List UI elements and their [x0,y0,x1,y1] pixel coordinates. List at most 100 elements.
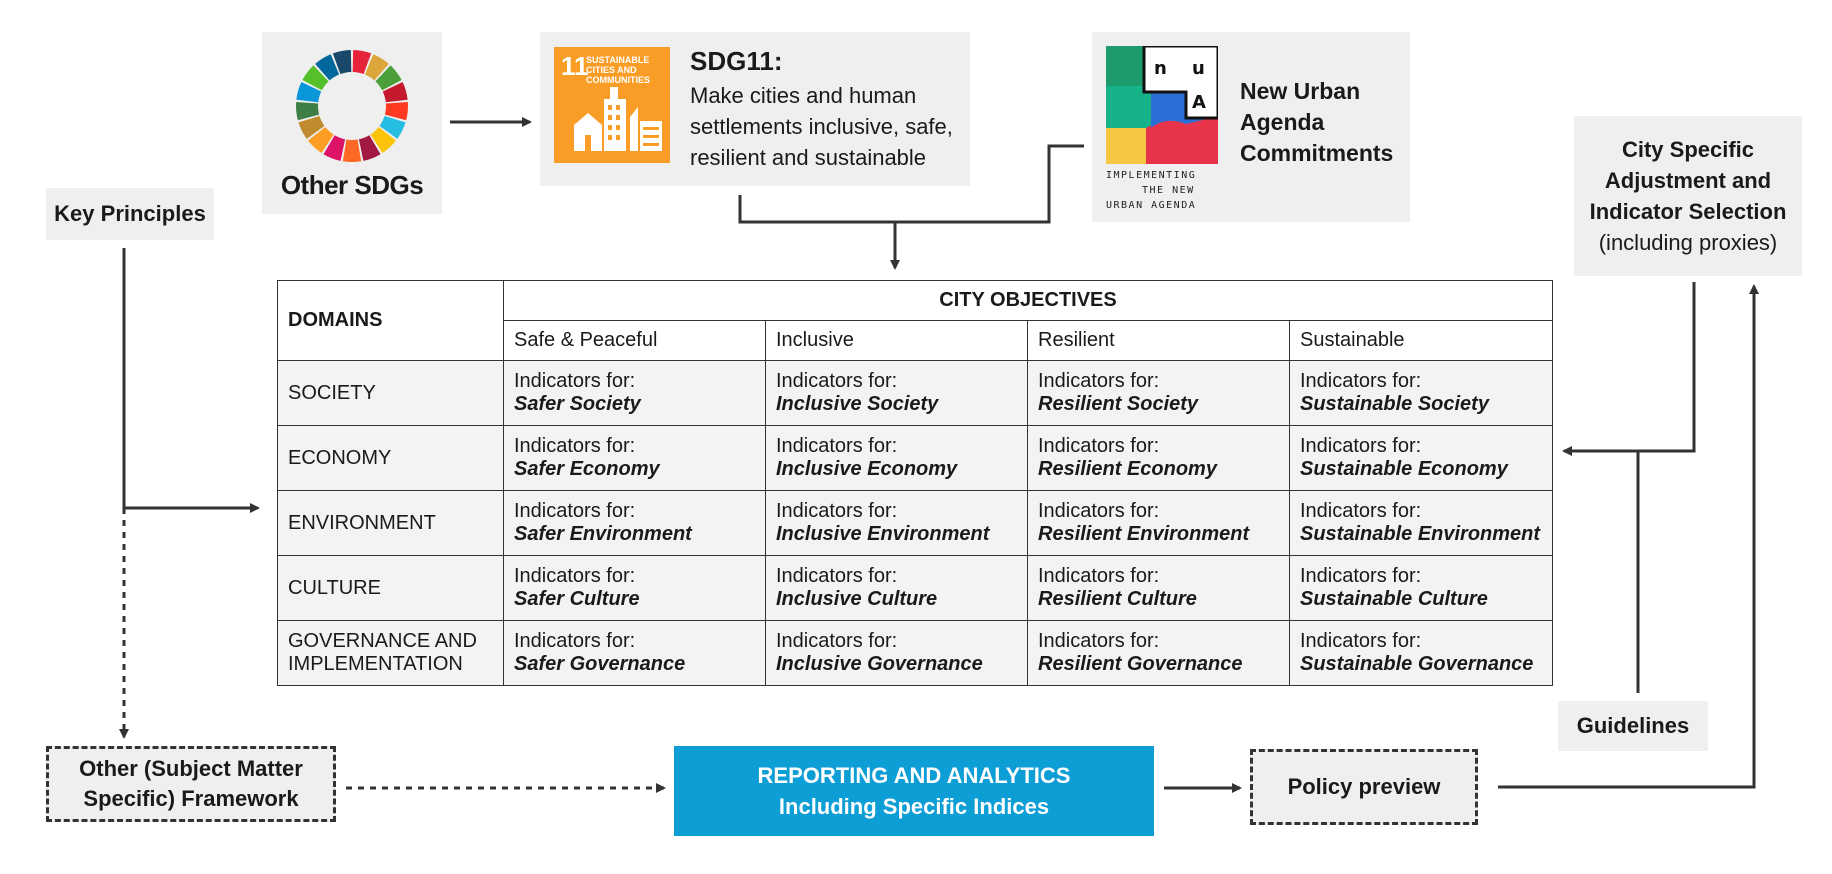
indicator-cell: Indicators for:Sustainable Environment [1288,490,1554,556]
indicator-cell: Indicators for:Inclusive Environment [765,490,1028,556]
sdg11-icon-caption: SUSTAINABLE CITIES AND COMMUNITIES [586,55,650,85]
indicator-prefix: Indicators for: [514,370,636,392]
indicator-target: Inclusive Society [776,393,939,415]
indicator-cell: Indicators for:Safer Culture [503,555,766,621]
sdg-wheel-segment [379,115,406,139]
nua-title: New Urban Agenda Commitments [1240,78,1394,166]
domain-cell: CULTURE [277,555,504,621]
other-sdgs-card: Other SDGs [262,32,442,214]
sdg-wheel-segment [302,65,329,91]
indicator-target: Inclusive Governance [776,653,983,675]
indicator-target: Inclusive Culture [776,588,938,610]
domains-header: DOMAINS [277,280,504,361]
indicator-prefix: Indicators for: [1038,565,1160,587]
indicator-prefix: Indicators for: [1038,500,1160,522]
indicator-target: Inclusive Environment [776,523,990,545]
indicator-target: Resilient Environment [1038,523,1250,545]
indicator-prefix: Indicators for: [1300,435,1422,457]
sdg-wheel-segment [342,139,362,162]
indicator-target: Resilient Culture [1038,588,1197,610]
city-specific-line1: City Specific [1621,137,1755,162]
indicator-prefix: Indicators for: [776,435,898,457]
indicator-cell: Indicators for:Resilient Culture [1027,555,1290,621]
indicator-prefix: Indicators for: [1300,630,1422,652]
indicator-prefix: Indicators for: [776,565,898,587]
policy-preview-box: Policy preview [1250,749,1478,825]
sdg-wheel-segment [323,135,346,161]
sdg-wheel-segment [298,115,325,139]
reporting-line1: REPORTING AND ANALYTICS [757,763,1071,788]
indicator-target: Sustainable Society [1300,393,1489,415]
svg-text:A: A [1192,92,1206,113]
indicator-cell: Indicators for:Safer Environment [503,490,766,556]
indicator-cell: Indicators for:Inclusive Governance [765,620,1028,686]
sdg-wheel-icon [296,50,408,162]
indicator-prefix: Indicators for: [1038,370,1160,392]
indicator-target: Resilient Economy [1038,458,1217,480]
indicator-cell: Indicators for:Resilient Governance [1027,620,1290,686]
sdg-wheel-segment [296,82,322,103]
column-header: Sustainable [1288,320,1554,361]
sdg11-icon-number: 11 [561,51,589,81]
indicator-prefix: Indicators for: [776,630,898,652]
indicator-target: Resilient Governance [1038,653,1243,675]
column-header: Safe & Peaceful [503,320,766,361]
sdg-wheel-segment [384,101,408,121]
sdg-wheel-segment [332,50,352,75]
indicator-cell: Indicators for:Sustainable Culture [1288,555,1554,621]
indicator-cell: Indicators for:Inclusive Economy [765,425,1028,491]
other-framework-box: Other (Subject Matter Specific) Framewor… [46,746,336,822]
indicator-prefix: Indicators for: [1038,435,1160,457]
indicator-cell: Indicators for:Sustainable Economy [1288,425,1554,491]
sdg11-card: 11 SUSTAINABLE CITIES AND COMMUNITIES SD… [540,32,970,186]
domain-cell: SOCIETY [277,360,504,426]
sdg-wheel-segment [315,54,340,81]
indicator-target: Sustainable Economy [1300,458,1508,480]
city-buildings-icon [574,87,662,151]
guidelines-box: Guidelines [1558,701,1708,751]
indicator-prefix: Indicators for: [514,630,636,652]
reporting-line2: Including Specific Indices [778,794,1050,819]
svg-text:u: u [1192,58,1205,79]
indicator-cell: Indicators for:Safer Governance [503,620,766,686]
indicator-prefix: Indicators for: [1300,565,1422,587]
city-objectives-header: CITY OBJECTIVES [502,280,1554,321]
indicator-cell: Indicators for:Safer Society [503,360,766,426]
other-sdgs-label: Other SDGs [280,170,424,200]
city-specific-box: City Specific Adjustment and Indicator S… [1574,116,1802,276]
indicator-target: Safer Society [514,393,641,415]
indicator-target: Inclusive Economy [776,458,958,480]
sdg-wheel-segment [375,65,402,91]
sdg-wheel-segment [296,101,320,121]
domain-cell: GOVERNANCE AND IMPLEMENTATION [277,620,504,686]
indicator-prefix: Indicators for: [776,500,898,522]
domain-cell: ECONOMY [277,425,504,491]
column-header: Inclusive [765,320,1028,361]
indicator-target: Resilient Society [1038,393,1199,415]
indicator-target: Safer Governance [514,653,686,675]
indicator-cell: Indicators for:Resilient Economy [1027,425,1290,491]
sdg-wheel-segment [307,127,334,154]
indicator-cell: Indicators for:Resilient Society [1027,360,1290,426]
sdg-wheel-segment [382,82,408,103]
column-header: Resilient [1027,320,1290,361]
sdg-wheel-segment [370,127,397,154]
indicator-prefix: Indicators for: [776,370,898,392]
indicator-target: Sustainable Environment [1300,523,1541,545]
indicator-prefix: Indicators for: [1300,500,1422,522]
indicator-prefix: Indicators for: [514,565,636,587]
indicator-cell: Indicators for:Sustainable Society [1288,360,1554,426]
indicator-target: Sustainable Culture [1300,588,1488,610]
svg-text:n: n [1154,58,1167,79]
sdg-wheel-segment [352,50,372,75]
city-specific-line4: (including proxies) [1598,230,1778,255]
indicator-prefix: Indicators for: [514,500,636,522]
domain-cell: ENVIRONMENT [277,490,504,556]
city-specific-line3: Indicator Selection [1589,199,1787,224]
indicator-target: Safer Economy [514,458,660,480]
sdg11-description: Make cities and human settlements inclus… [690,83,953,170]
sdg-wheel-segment [358,135,381,161]
